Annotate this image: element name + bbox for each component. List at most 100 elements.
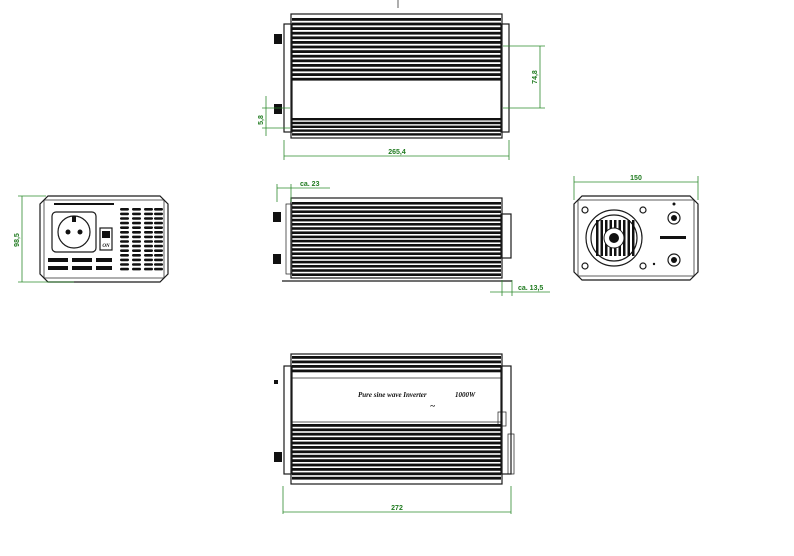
heatsink-fin xyxy=(292,202,501,205)
vent-slot xyxy=(120,263,129,266)
vent-slot xyxy=(144,267,153,271)
vent-slot xyxy=(144,249,153,252)
heatsink-fin xyxy=(292,360,501,364)
vent-slot xyxy=(132,254,141,257)
vent-slot xyxy=(132,217,141,220)
dim-top-foot: 5,8 xyxy=(258,115,265,125)
dim-side-height: 98,5 xyxy=(14,233,21,247)
vent-slot xyxy=(154,235,163,239)
fan-end-view: 150 xyxy=(573,175,699,281)
vent-slot xyxy=(154,249,163,252)
bottom-view: Pure sine wave Inverter 1000W ~ 272 xyxy=(274,353,515,514)
dim-top-height: 74,8 xyxy=(532,70,539,84)
heatsink-fin xyxy=(292,27,501,30)
vent-slot xyxy=(154,244,163,248)
fan-grill-bar xyxy=(627,220,630,256)
dim-mid-foot-offset: ca. 13,5 xyxy=(518,285,543,292)
heatsink-fin xyxy=(292,244,501,247)
heatsink-fin xyxy=(292,210,501,213)
heatsink-fin xyxy=(292,31,501,35)
dim-top-length: 265,4 xyxy=(388,149,406,156)
vent-slot xyxy=(120,217,129,220)
heatsink-fin xyxy=(292,463,501,467)
heatsink-fin xyxy=(292,36,501,40)
heatsink-fin xyxy=(292,129,501,132)
vent-slot xyxy=(144,212,153,216)
vent-slot xyxy=(154,217,163,220)
vent-slot xyxy=(132,258,141,262)
vent-slot xyxy=(120,267,129,271)
dim-bottom-length: 272 xyxy=(391,505,403,512)
heatsink-fin xyxy=(292,273,501,276)
vent-slot xyxy=(132,235,141,239)
heatsink-fin xyxy=(292,441,501,445)
vent-slot xyxy=(120,249,129,252)
heatsink-fin xyxy=(292,256,501,260)
vent-slot xyxy=(132,263,141,266)
vent-slot xyxy=(120,231,129,234)
heatsink-fin xyxy=(292,118,501,121)
vent-slot xyxy=(144,235,153,239)
heatsink-fin xyxy=(292,239,501,243)
socket-vents xyxy=(120,208,163,271)
heatsink-fin xyxy=(292,223,501,226)
heatsink-fin xyxy=(292,369,501,373)
heatsink-fin xyxy=(292,424,501,427)
vent-slot xyxy=(154,254,163,257)
side-view: ca. 23 ca. 13,5 xyxy=(273,181,550,296)
vent-slot xyxy=(120,212,129,216)
heatsink-fin xyxy=(292,446,501,449)
heatsink-fin xyxy=(292,227,501,230)
vent-slot xyxy=(144,244,153,248)
vent-slot xyxy=(132,221,141,225)
heatsink-fin xyxy=(292,125,501,128)
vent-slot xyxy=(120,240,129,243)
heatsink-fin xyxy=(292,206,501,209)
heatsink-fin xyxy=(292,265,501,268)
vent-slot xyxy=(154,221,163,225)
vent-slot xyxy=(132,208,141,211)
vent-slot xyxy=(144,226,153,229)
vent-slot xyxy=(154,226,163,229)
vent-slot xyxy=(132,249,141,252)
vent-slot xyxy=(154,263,163,266)
vent-slot xyxy=(154,258,163,262)
svg-text:ON: ON xyxy=(102,244,110,249)
heatsink-fin xyxy=(292,121,501,125)
heatsink-fin xyxy=(292,41,501,44)
heatsink-fin xyxy=(292,428,501,432)
heatsink-fin xyxy=(292,45,501,49)
vent-slot xyxy=(120,226,129,229)
socket-end-view: ON 98,5 xyxy=(14,195,169,283)
vent-slot xyxy=(144,221,153,225)
heatsink-fin xyxy=(292,365,501,368)
vent-slot xyxy=(154,267,163,271)
vent-slot xyxy=(144,217,153,220)
vent-slot xyxy=(132,231,141,234)
heatsink-fin xyxy=(292,468,501,471)
power-label: 1000W xyxy=(455,391,476,399)
vent-slot xyxy=(132,212,141,216)
heatsink-fin xyxy=(292,59,501,63)
dim-mid-overhang: ca. 23 xyxy=(300,181,320,188)
heatsink-fin xyxy=(292,454,501,458)
heatsink-fin xyxy=(292,260,501,264)
heatsink-fin xyxy=(292,68,501,72)
vent-slot xyxy=(120,235,129,239)
vent-slot xyxy=(144,208,153,211)
heatsink-fin xyxy=(292,356,501,359)
bottom-fins-upper xyxy=(292,356,501,373)
heatsink-fin xyxy=(292,476,501,480)
dim-end-width: 150 xyxy=(630,175,642,182)
heatsink-fin xyxy=(292,50,501,53)
top-fins-lower xyxy=(292,118,501,136)
heatsink-fin xyxy=(292,235,501,239)
fan-grill-bar xyxy=(600,220,603,256)
sine-symbol: ~ xyxy=(430,401,435,411)
heatsink-fin xyxy=(292,18,501,21)
vent-slot xyxy=(154,212,163,216)
vent-slot xyxy=(120,258,129,262)
bottom-fins-lower xyxy=(292,424,501,480)
vent-slot xyxy=(120,244,129,248)
